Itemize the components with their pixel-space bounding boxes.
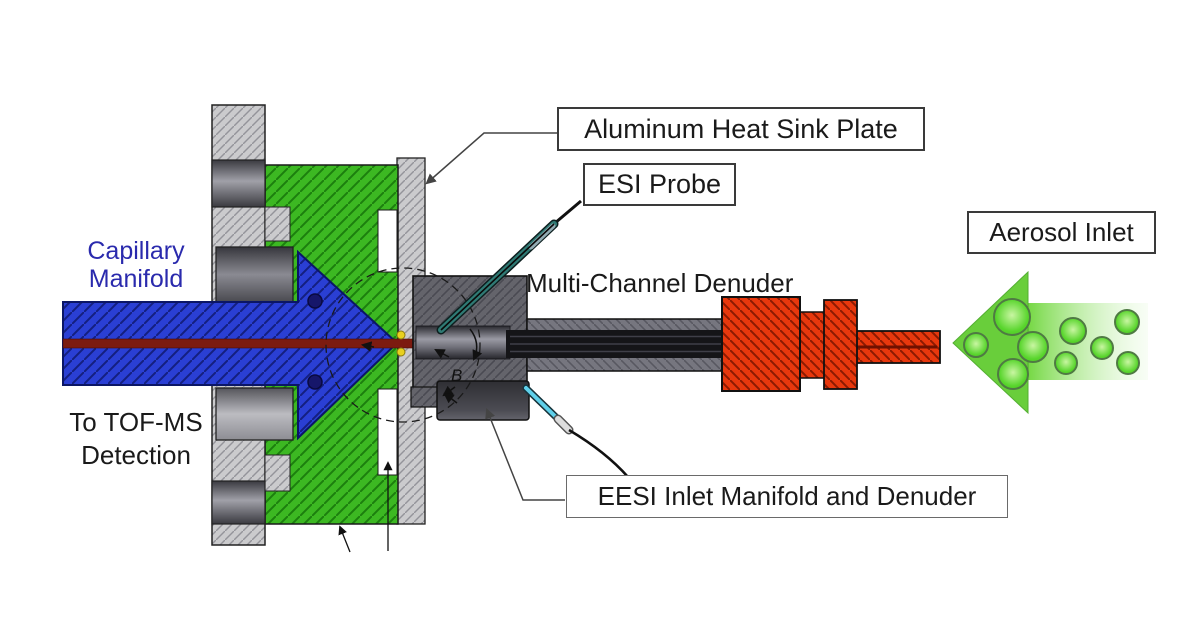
capillary-manifold-label: Capillary Manifold (61, 237, 211, 293)
flange-step-lower (264, 454, 291, 492)
flange-band-top (211, 159, 266, 208)
mount-plate-slot-lower (377, 388, 398, 476)
aerosol-inlet-fitting (721, 296, 941, 392)
bottom-leader-left (338, 525, 351, 553)
eesi-lower-denuder-block (436, 380, 530, 421)
eesi-inlet-manifold-label: EESI Inlet Manifold and Denuder (566, 475, 1008, 518)
flow-arrows (360, 328, 483, 404)
detail-circle (325, 267, 481, 423)
capillary-tip-seal-bottom (396, 347, 406, 357)
capillary-manifold-label-line1: Capillary (87, 237, 185, 265)
tof-ms-label-line1: To TOF-MS (69, 407, 203, 437)
capillary-tip-seal-top (396, 330, 406, 340)
manifold-bore (415, 325, 511, 360)
flange-step-upper (264, 206, 291, 242)
fitting-nut (721, 296, 801, 392)
flange-boss-upper (215, 246, 294, 303)
flange-band-bottom (211, 480, 266, 525)
detail-marker-label: B (451, 366, 462, 385)
tof-ms-label-line2: Detection (81, 440, 191, 470)
manifold-bolt-upper (307, 293, 323, 309)
flange-boss-lower (215, 387, 294, 441)
aluminum-leader (425, 132, 559, 185)
fitting-neck (798, 311, 826, 379)
fitting-flange (823, 299, 858, 390)
esi-probe-label: ESI Probe (583, 163, 736, 206)
aerosol-inlet-label: Aerosol Inlet (967, 211, 1156, 254)
aluminum-heat-sink-label: Aluminum Heat Sink Plate (557, 107, 925, 151)
transfer-capillary (62, 338, 419, 349)
eesi-curved-leader (568, 428, 629, 478)
multi-channel-denuder-label: Multi-Channel Denuder (526, 268, 794, 298)
eesi-leader (485, 408, 565, 501)
tof-ms-detection-label: To TOF-MS Detection (40, 406, 232, 472)
aerosol-arrow (952, 270, 1148, 415)
aerosol-particles (963, 298, 1140, 390)
esi-probe (436, 199, 582, 335)
esi-probe-leader (554, 199, 582, 225)
manifold-bolt-lower (307, 374, 323, 390)
eesi-lower-step (410, 386, 440, 408)
capillary-manifold-label-line2: Manifold (88, 265, 184, 293)
solvent-capillary (522, 384, 629, 478)
mount-plate-slot-upper (377, 209, 398, 273)
